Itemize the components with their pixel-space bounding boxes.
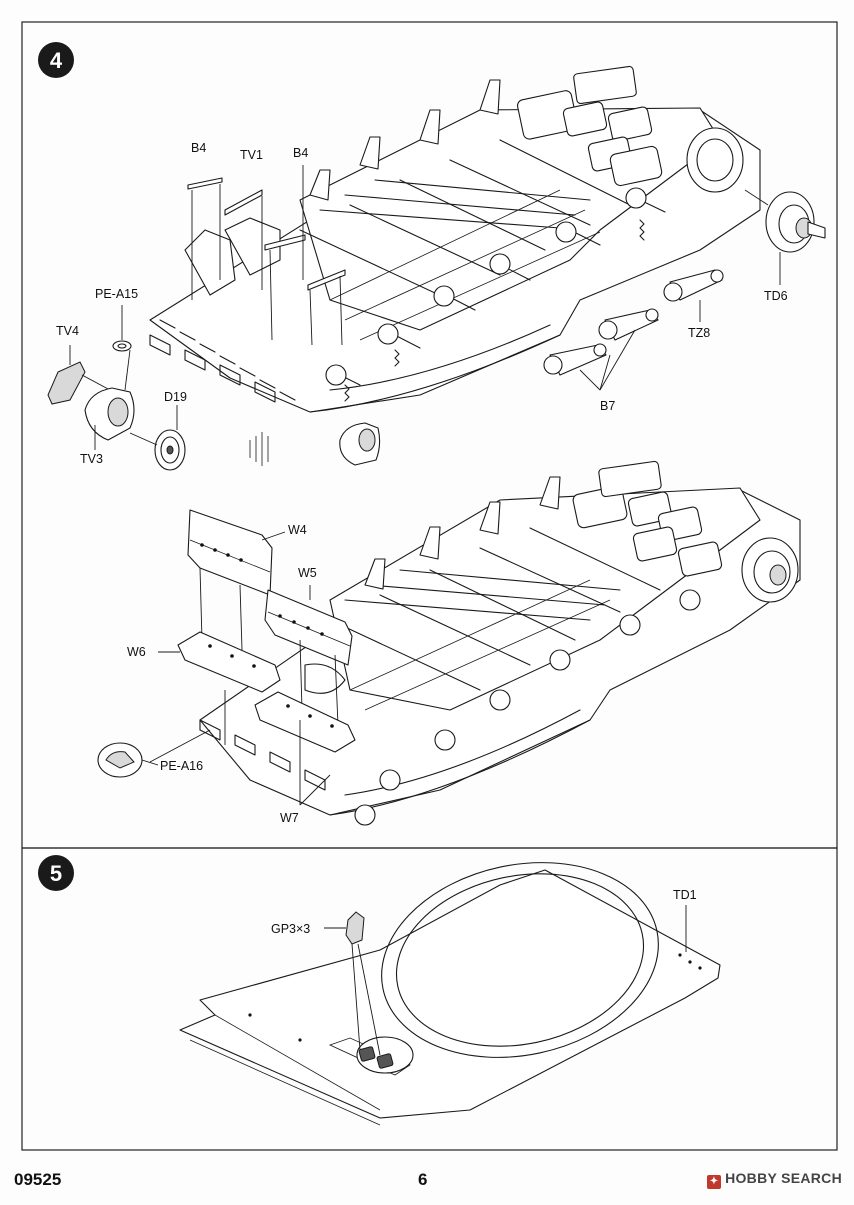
step-5-badge: 5	[38, 855, 74, 891]
cross-members-lower	[329, 527, 661, 691]
part-pe-a15	[112, 305, 132, 391]
watermark: ✦HOBBY SEARCH	[707, 1170, 842, 1189]
hull-drawing-upper	[149, 65, 761, 466]
part-td6-sprocket	[744, 189, 826, 285]
part-b4-right-rod	[302, 165, 346, 346]
cross-members	[299, 139, 631, 301]
floor-plate-td1	[179, 862, 721, 1126]
label-tz8: TZ8	[688, 326, 710, 340]
part-tz8-arm	[663, 269, 724, 322]
hull-drawing-lower	[199, 460, 801, 826]
label-tv4: TV4	[56, 324, 79, 338]
product-code: 09525	[14, 1170, 62, 1189]
part-w6-fender	[158, 631, 281, 745]
part-w5-fender	[264, 585, 353, 726]
label-w7: W7	[280, 811, 299, 825]
part-gp3	[324, 911, 381, 1056]
label-td1: TD1	[673, 888, 697, 902]
label-b7: B7	[600, 399, 615, 413]
label-gp3: GP3×3	[271, 922, 310, 936]
suspension-arms	[325, 187, 666, 386]
suspension-arms-lower	[354, 589, 701, 826]
part-tv1-rods	[224, 189, 306, 341]
watermark-logo-icon: ✦	[707, 1175, 722, 1189]
label-tv3: TV3	[80, 452, 103, 466]
label-pe-a15: PE-A15	[95, 287, 138, 301]
step-5-number: 5	[50, 861, 62, 886]
part-pe-a16	[97, 729, 211, 778]
part-tv3	[84, 387, 135, 450]
part-d19-wheel	[129, 405, 186, 471]
label-w5: W5	[298, 566, 317, 580]
front-track-guides-lower	[199, 719, 326, 791]
page-number: 6	[418, 1170, 428, 1189]
engine-deck-grills	[516, 65, 663, 187]
label-tv1: TV1	[240, 148, 263, 162]
part-tv4	[47, 345, 111, 405]
part-b4-left-rod	[187, 177, 223, 300]
part-b7-arms	[543, 308, 659, 391]
label-b4-right: B4	[293, 146, 308, 160]
part-w7-fender	[254, 691, 356, 806]
label-w6: W6	[127, 645, 146, 659]
label-d19: D19	[164, 390, 187, 404]
label-b4-left: B4	[191, 141, 206, 155]
engine-deck-grills-lower	[572, 460, 723, 577]
step-4-number: 4	[50, 48, 63, 73]
return-roller-posts	[309, 79, 501, 201]
label-td6: TD6	[764, 289, 788, 303]
label-w4: W4	[288, 523, 307, 537]
label-pe-a16: PE-A16	[160, 759, 203, 773]
step-4-badge: 4	[38, 42, 74, 78]
part-front-wheel-hub	[339, 422, 381, 466]
watermark-text: HOBBY SEARCH	[725, 1170, 842, 1186]
front-track-guides	[149, 319, 296, 403]
step-5-frame	[21, 847, 838, 1151]
springs	[344, 219, 645, 402]
return-roller-posts-lower	[364, 476, 561, 590]
floor-hatch	[356, 1036, 414, 1074]
